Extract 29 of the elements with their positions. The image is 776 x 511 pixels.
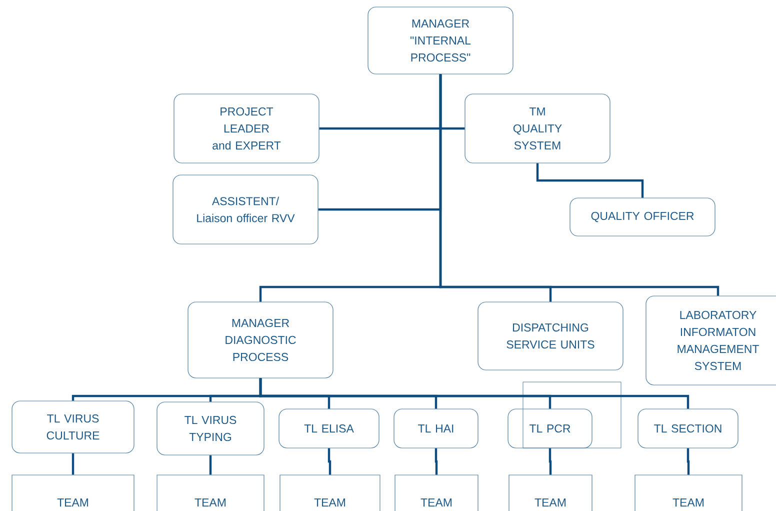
team-leader-box: TL VIRUS TYPING [156,402,264,456]
connector-line [536,163,644,198]
manager-box: MANAGER DIAGNOSTIC PROCESS [188,302,334,378]
connector-line [209,455,212,475]
connector-line [328,448,332,475]
connector-line [259,378,690,409]
team-box: TEAM [156,474,264,511]
unit-box: DISPATCHING SERVICE UNITS [478,302,624,370]
team-box: TEAM [634,474,742,511]
manager-box: MANAGER "INTERNAL PROCESS" [368,6,514,74]
role-box: TM QUALITY SYSTEM [464,94,610,164]
team-box: TEAM [394,474,478,511]
team-box: TEAM [508,474,592,511]
team-leader-box: TL SECTION [638,408,738,448]
connector-line [439,74,720,296]
team-box: TEAM [280,474,380,511]
team-leader-box: TL PCR [508,408,592,448]
connector-line [72,453,74,475]
connector-line [548,448,552,475]
team-box: TEAM [12,474,134,511]
team-leader-box: TL HAI [394,408,478,448]
team-leader-box: TL VIRUS CULTURE [12,400,134,454]
role-box: QUALITY OFFICER [570,198,716,236]
role-box: ASSISTENT/ Liaison officer RVV [172,174,318,244]
system-box: LABORATORY INFORMATON MANAGEMENT SYSTEM [646,296,776,386]
connector-line [686,448,690,475]
role-box: PROJECT LEADER and EXPERT [174,94,320,164]
team-leader-box: TL ELISA [278,408,380,448]
connector-line [434,448,438,475]
